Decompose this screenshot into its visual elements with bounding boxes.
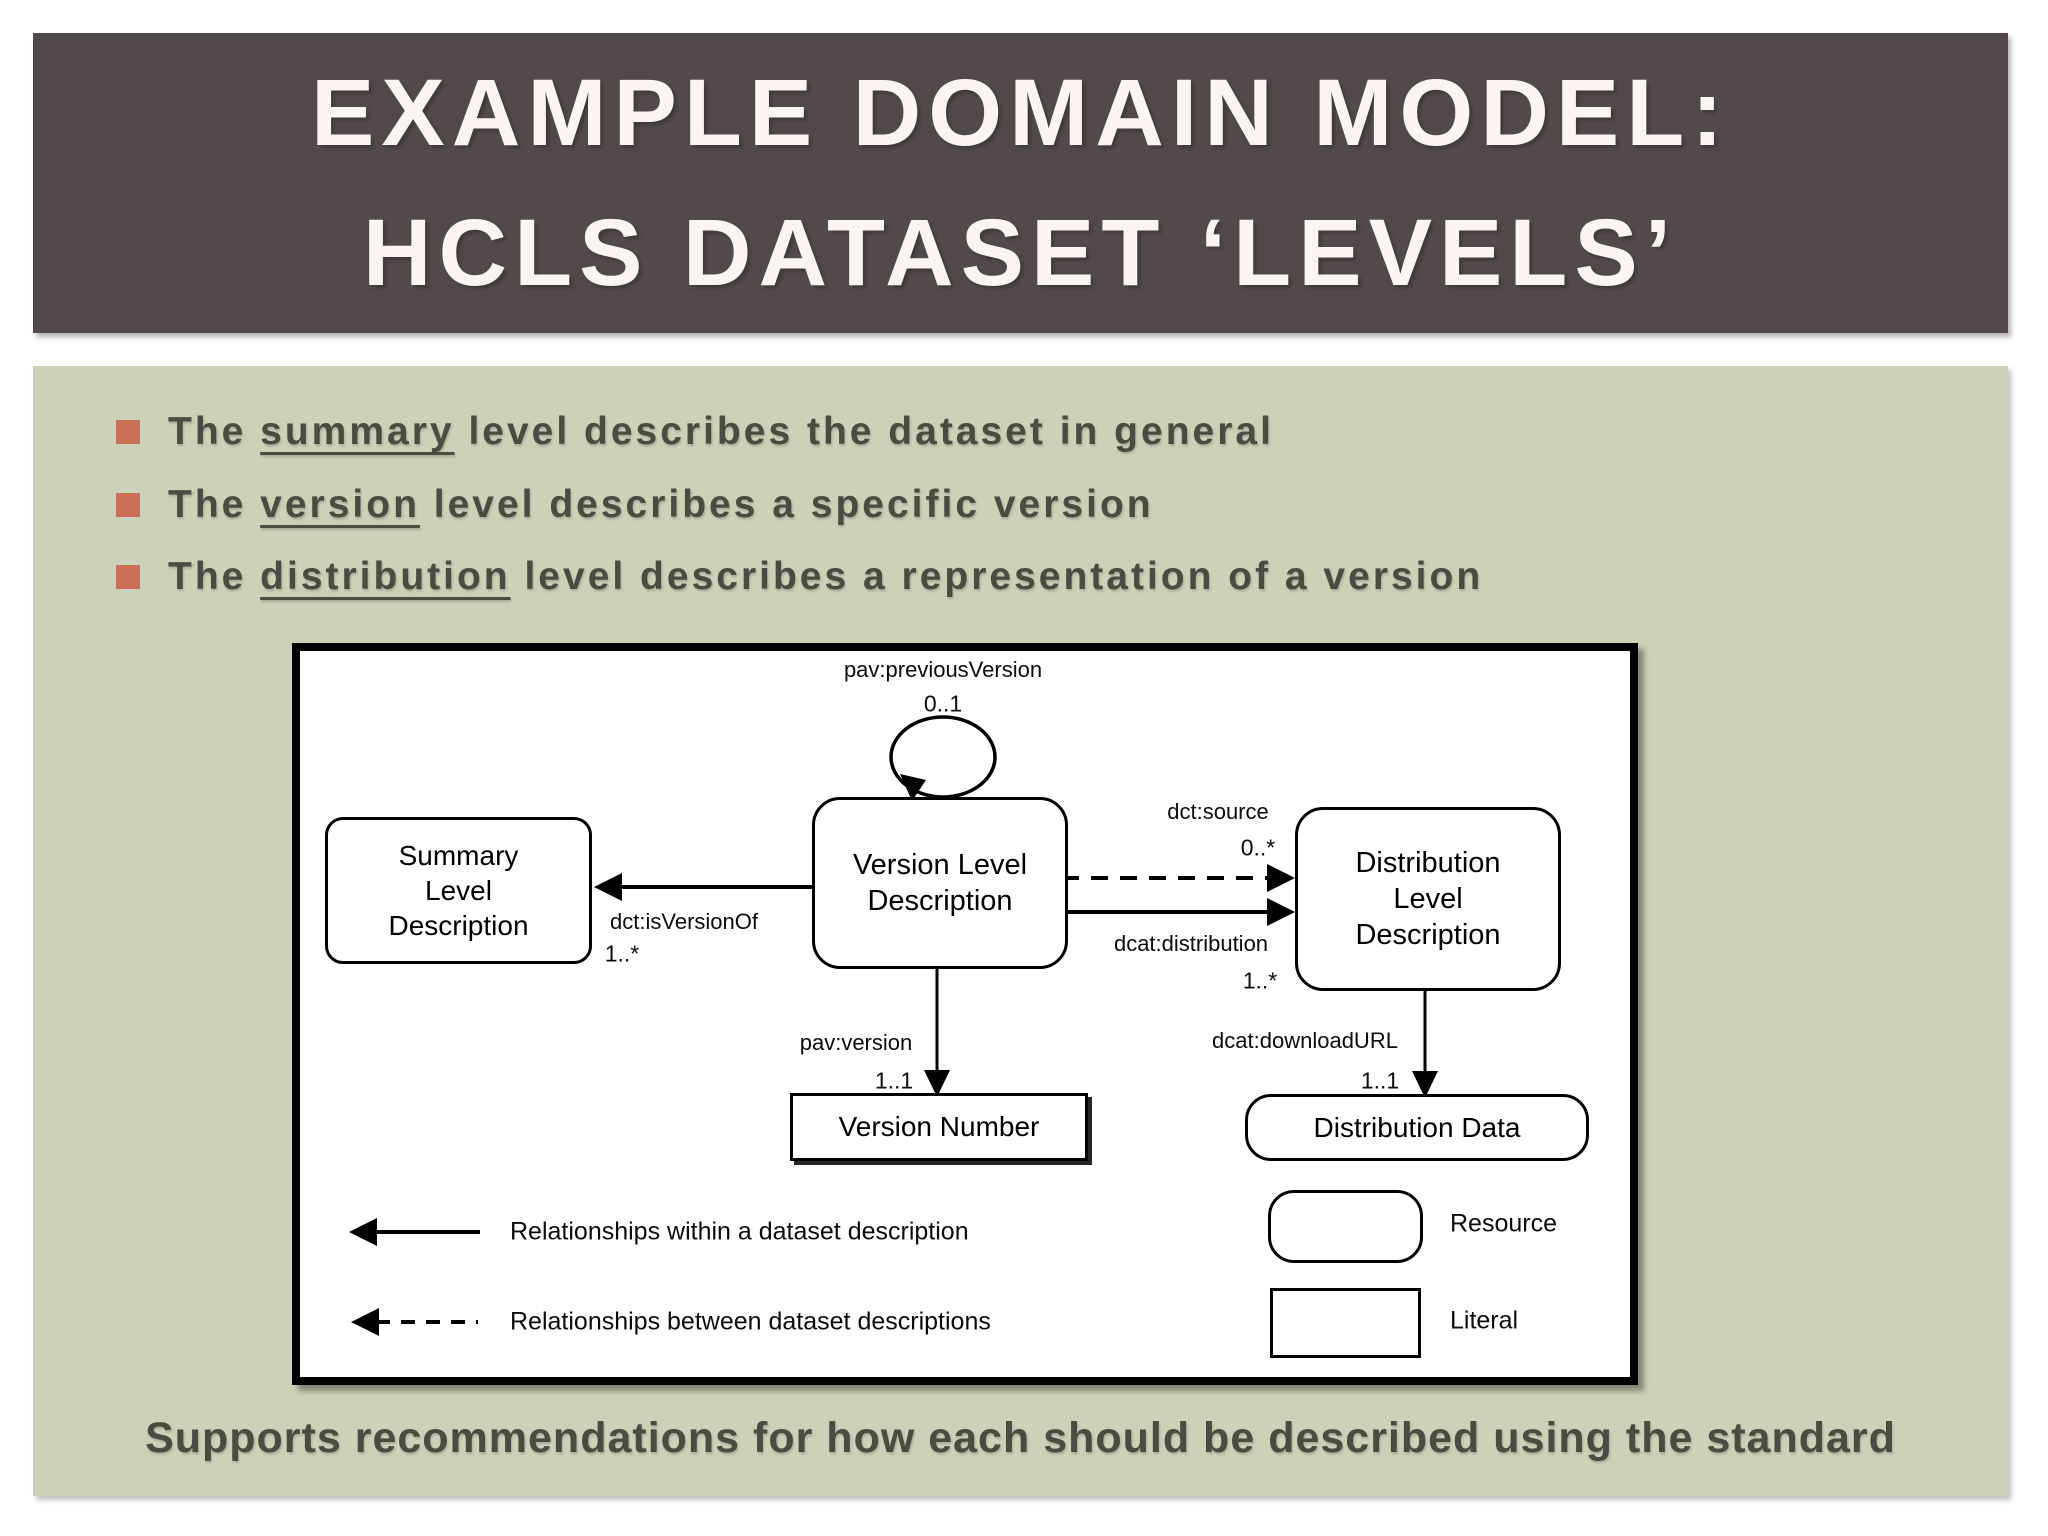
legend-solid-arrowhead-icon [349, 1218, 377, 1246]
edge-label-distribution: dcat:distribution [1113, 931, 1269, 956]
edge-label-download-url: dcat:downloadURL [1212, 1028, 1398, 1053]
domain-model-diagram: Summary Level Description Version Level … [292, 643, 1638, 1385]
bullet-square-icon [116, 493, 140, 517]
legend-resource-swatch-icon [1268, 1190, 1423, 1263]
title-line-1: EXAMPLE DOMAIN MODEL: [311, 60, 1730, 166]
legend-dashed-arrowhead-icon [351, 1308, 379, 1336]
bullet-pre: The [168, 483, 261, 526]
bullet-text: The distribution level describes a repre… [168, 555, 1483, 599]
bullet-item-version: The version level describes a specific v… [116, 476, 1154, 534]
bullet-text: The summary level describes the dataset … [168, 410, 1274, 454]
legend-literal-label: Literal [1450, 1306, 1519, 1335]
title-line-2: HCLS DATASET ‘LEVELS’ [362, 200, 1679, 306]
slide-title: EXAMPLE DOMAIN MODEL: HCLS DATASET ‘LEVE… [33, 43, 2008, 323]
footer-note: Supports recommendations for how each sh… [145, 1414, 1896, 1462]
bullet-underlined-term: summary [260, 410, 455, 453]
is-version-of-arrowhead-icon [594, 873, 622, 901]
legend-dashed-arrow-label: Relationships between dataset descriptio… [510, 1307, 991, 1336]
bullet-text: The version level describes a specific v… [168, 483, 1154, 527]
node-version-level-description: Version Level Description [812, 797, 1068, 969]
edge-cardinality-distribution: 1..* [1242, 967, 1278, 994]
bullet-post: level describes a specific version [419, 483, 1154, 526]
edge-cardinality-previous-version: 0..1 [923, 690, 963, 717]
node-version-number: Version Number [790, 1093, 1088, 1161]
download-url-arrowhead-icon [1412, 1071, 1438, 1098]
edge-label-previous-version: pav:previousVersion [843, 657, 1043, 682]
title-banner [33, 33, 2008, 333]
edge-label-is-version-of: dct:isVersionOf [610, 909, 758, 934]
node-distribution-level-description: Distribution Level Description [1295, 807, 1561, 991]
legend-literal-swatch-icon [1270, 1288, 1421, 1358]
bullet-underlined-term: distribution [260, 555, 511, 598]
legend-resource-label: Resource [1450, 1209, 1557, 1238]
bullet-square-icon [116, 565, 140, 589]
bullet-item-summary: The summary level describes the dataset … [116, 403, 1274, 461]
distribution-arrowhead-icon [1267, 898, 1295, 926]
edge-label-version: pav:version [799, 1030, 913, 1055]
bullet-post: level describes a representation of a ve… [510, 555, 1484, 598]
node-summary-level-description: Summary Level Description [325, 817, 592, 964]
version-arrowhead-icon [924, 1070, 950, 1097]
edge-cardinality-download-url: 1..1 [1360, 1067, 1400, 1094]
edge-cardinality-is-version-of: 1..* [604, 940, 640, 967]
node-distribution-data: Distribution Data [1245, 1094, 1589, 1161]
bullet-underlined-term: version [260, 483, 420, 526]
edge-cardinality-version: 1..1 [874, 1067, 914, 1094]
edge-cardinality-source: 0..* [1240, 834, 1276, 861]
previous-version-arrowhead-icon [900, 774, 926, 801]
bullet-pre: The [168, 555, 261, 598]
bullet-square-icon [116, 420, 140, 444]
source-arrowhead-icon [1267, 864, 1295, 892]
legend-solid-arrow-label: Relationships within a dataset descripti… [510, 1217, 969, 1246]
bullet-item-distribution: The distribution level describes a repre… [116, 548, 1483, 606]
diagram-connectors [349, 715, 1438, 1336]
edge-label-source: dct:source [1167, 799, 1269, 824]
bullet-pre: The [168, 410, 261, 453]
bullet-post: level describes the dataset in general [454, 410, 1274, 453]
